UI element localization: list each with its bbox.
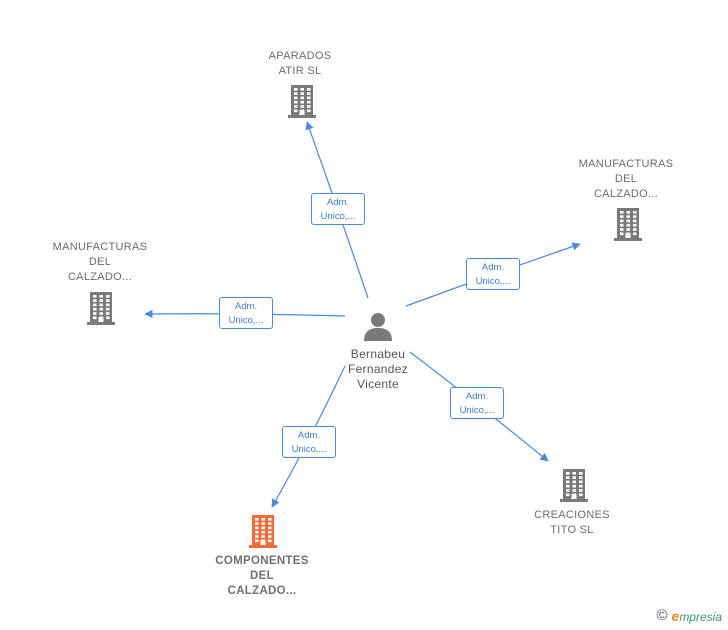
center-person-name[interactable]: Bernabeu Fernandez Vicente xyxy=(347,347,409,391)
node-label-creaciones[interactable]: CREACIONES TITO SL xyxy=(534,509,610,536)
edge-role-line1: Adm. xyxy=(481,262,505,273)
node-label-aparados[interactable]: APARADOS ATIR SL xyxy=(268,50,332,77)
building-icon[interactable] xyxy=(288,84,316,123)
edge-label-componentes[interactable]: Adm. Unico,... xyxy=(282,426,336,458)
building-icon[interactable] xyxy=(87,291,115,330)
copyright-icon: © xyxy=(656,607,668,624)
person-icon[interactable] xyxy=(362,310,394,347)
edge-role-line1: Adm. xyxy=(234,301,258,312)
building-icon[interactable] xyxy=(249,514,277,553)
edge-label-manufacturas-right[interactable]: Adm. Unico,... xyxy=(466,258,520,290)
edge-label-aparados[interactable]: Adm. Unico,... xyxy=(311,193,365,225)
edge-role-line1: Adm. xyxy=(326,197,350,208)
node-label-componentes[interactable]: COMPONENTES DEL CALZADO... xyxy=(215,555,309,597)
brand-logo: empresia xyxy=(671,607,722,624)
building-icon[interactable] xyxy=(614,207,642,246)
edge-role-line1: Adm. xyxy=(297,430,321,441)
edge-label-manufacturas-left[interactable]: Adm. Unico,... xyxy=(219,297,273,329)
edge-role-line2: Unico,... xyxy=(291,444,327,455)
edge-role-line1: Adm. xyxy=(465,391,489,402)
edge-role-line2: Unico,... xyxy=(475,276,511,287)
edge-role-line2: Unico,... xyxy=(228,315,264,326)
node-label-manufacturas-left[interactable]: MANUFACTURAS DEL CALZADO... xyxy=(52,241,148,283)
brand-footer: © empresia xyxy=(656,607,722,624)
edge-role-line2: Unico,... xyxy=(320,211,356,222)
edge-role-line2: Unico,... xyxy=(459,405,495,416)
node-label-manufacturas-right[interactable]: MANUFACTURAS DEL CALZADO... xyxy=(578,158,674,200)
building-icon[interactable] xyxy=(560,468,588,507)
edge-label-creaciones[interactable]: Adm. Unico,... xyxy=(450,387,504,419)
